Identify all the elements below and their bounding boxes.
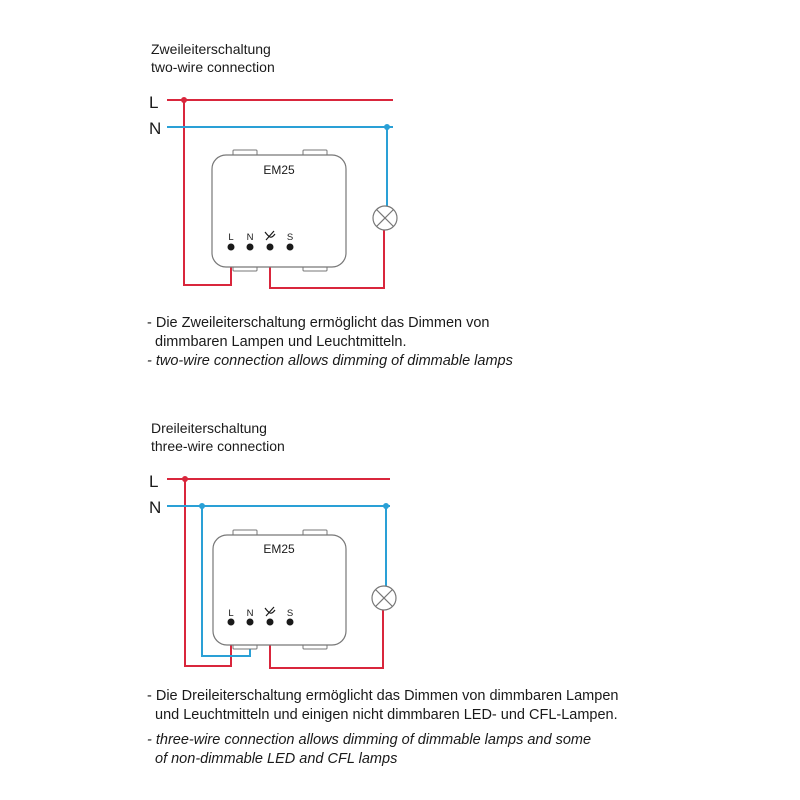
junction-dot-live — [182, 476, 188, 482]
em25-module-1: EM25 L N S — [211, 149, 347, 272]
rail-label-l: L — [149, 472, 158, 491]
diagram-2-title-de: Dreileiterschaltung — [151, 420, 267, 436]
diagram-2-title-en: three-wire connection — [151, 438, 285, 454]
terminal-n — [246, 618, 254, 626]
junction-dot-neutral — [199, 503, 205, 509]
description-line: und Leuchtmitteln und einigen nicht dimm… — [155, 707, 618, 723]
description-line: dimmbaren Lampen und Leuchtmitteln. — [155, 334, 407, 350]
diagram-1: L N EM25 L N S — [149, 93, 398, 289]
description-line: - Die Zweileiterschaltung ermöglicht das… — [147, 315, 490, 331]
junction-dot-live — [181, 97, 187, 103]
junction-dot-neutral — [384, 124, 390, 130]
terminal-label-s: S — [287, 232, 293, 243]
neutral-wire — [167, 126, 393, 206]
terminal-l — [227, 618, 235, 626]
lamp-icon — [371, 585, 397, 611]
diagram-1-title-de: Zweileiterschaltung — [151, 41, 271, 57]
dimmer-symbol-icon — [264, 230, 276, 241]
module-body — [211, 154, 347, 268]
description-line: - two-wire connection allows dimming of … — [147, 353, 513, 369]
rail-label-n: N — [149, 119, 161, 138]
diagram-1-title: Zweileiterschaltung two-wire connection — [151, 40, 275, 76]
diagram-1-description: - Die Zweileiterschaltung ermöglicht das… — [147, 314, 513, 371]
terminal-label-s: S — [287, 608, 293, 619]
terminal-l — [227, 243, 235, 251]
diagram-2-title: Dreileiterschaltung three-wire connectio… — [151, 419, 285, 455]
terminal-dimmer — [266, 618, 274, 626]
module-body — [212, 534, 347, 646]
terminal-dimmer — [266, 243, 274, 251]
diagram-1-title-en: two-wire connection — [151, 59, 275, 75]
terminal-n — [246, 243, 254, 251]
description-line: of non-dimmable LED and CFL lamps — [155, 751, 398, 767]
terminal-s — [286, 243, 294, 251]
terminal-label-n: N — [247, 232, 254, 243]
terminal-label-n: N — [247, 608, 254, 619]
em25-module-2: EM25 L N S — [212, 529, 347, 650]
description-line: - three-wire connection allows dimming o… — [147, 732, 592, 748]
diagram-2-description: - Die Dreileiterschaltung ermöglicht das… — [147, 687, 618, 769]
terminal-s — [286, 618, 294, 626]
rail-label-l: L — [149, 93, 158, 112]
rail-label-n: N — [149, 498, 161, 517]
terminal-label-l: L — [228, 608, 233, 619]
module-label: EM25 — [263, 163, 295, 177]
dimmer-symbol-icon — [264, 606, 276, 617]
terminal-label-l: L — [228, 232, 233, 243]
module-label: EM25 — [263, 542, 295, 556]
lamp-icon — [372, 205, 398, 231]
diagram-2: L N EM25 L N S — [149, 472, 397, 669]
junction-dot-neutral — [383, 503, 389, 509]
description-line: - Die Dreileiterschaltung ermöglicht das… — [147, 688, 619, 704]
